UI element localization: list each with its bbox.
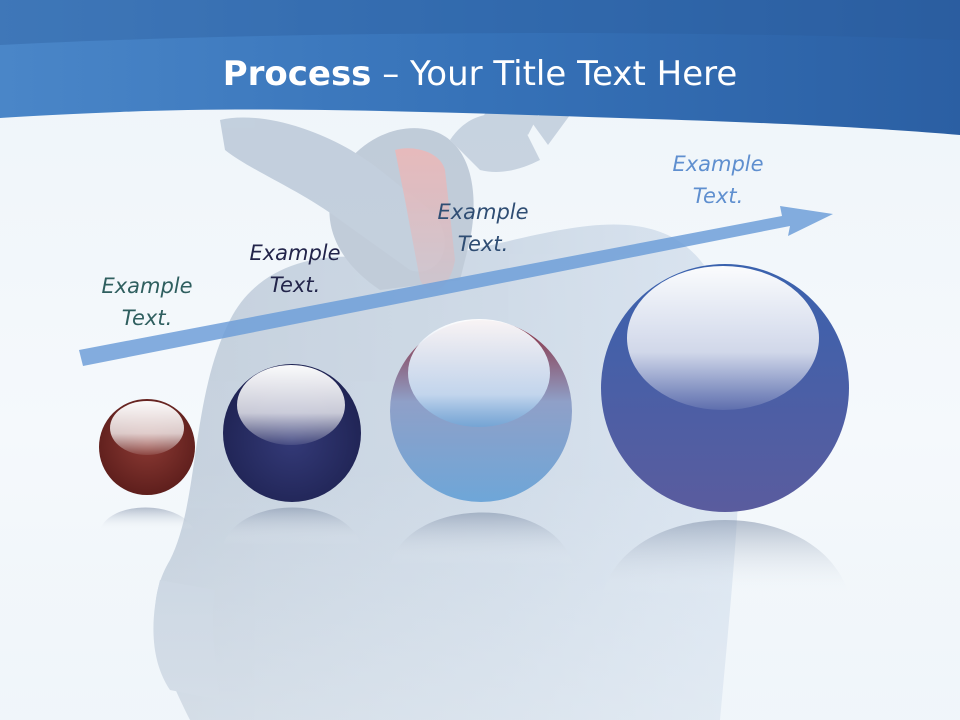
step-1-line2: Text. [121, 306, 173, 330]
sphere-2-reflection [223, 507, 361, 545]
step-1-line1: Example [101, 274, 193, 298]
step-4-line2: Text. [692, 184, 744, 208]
step-3-line1: Example [437, 200, 529, 224]
sphere-1-reflection [100, 507, 194, 530]
title-rest: – Your Title Text Here [371, 54, 738, 94]
slide-title: Process – Your Title Text Here [0, 52, 960, 96]
step-2-line2: Text. [269, 273, 321, 297]
sphere-4 [601, 264, 849, 512]
sphere-1 [99, 399, 195, 495]
sphere-4-reflection [602, 520, 849, 595]
step-3-line2: Text. [457, 232, 509, 256]
sphere-3-reflection [390, 512, 573, 565]
step-4-label: Example Text. [643, 148, 793, 212]
step-3-label: Example Text. [408, 196, 558, 260]
step-2-line1: Example [249, 241, 341, 265]
step-2-label: Example Text. [220, 237, 370, 301]
step-1-label: Example Text. [72, 270, 222, 334]
header-band [0, 0, 960, 135]
title-bold: Process [222, 54, 372, 94]
sphere-2 [223, 364, 361, 502]
step-4-line1: Example [672, 152, 764, 176]
progress-arrow [79, 206, 833, 366]
sphere-3 [390, 319, 572, 502]
